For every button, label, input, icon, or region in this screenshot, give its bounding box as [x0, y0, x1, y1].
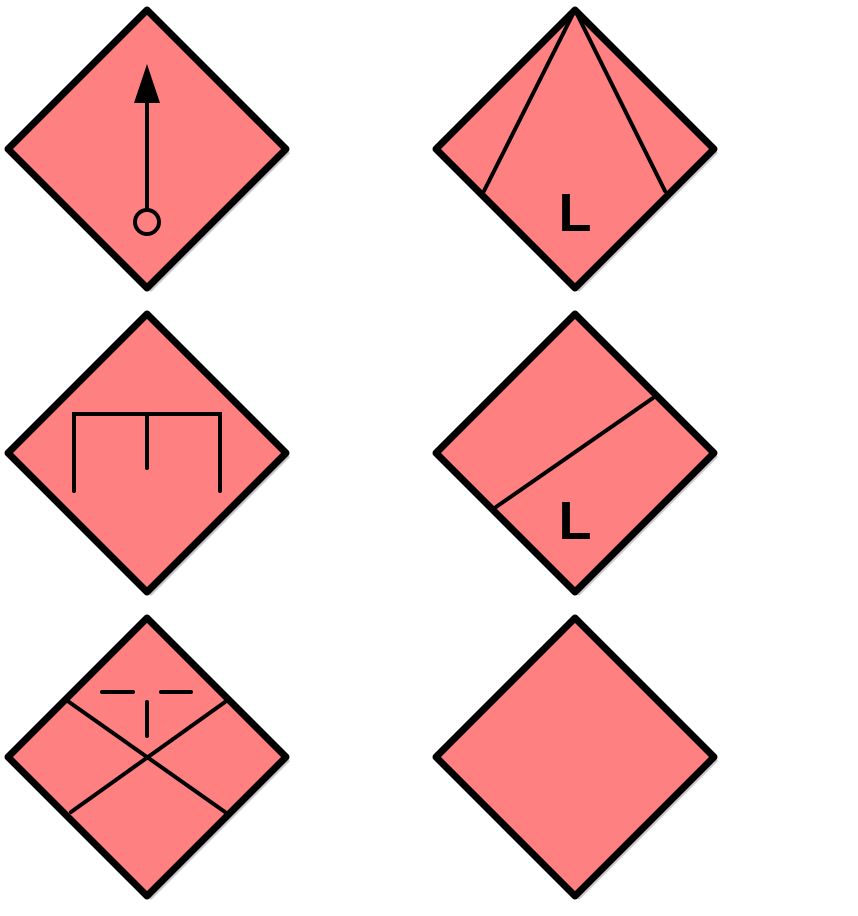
fan-line-left: [482, 8, 577, 193]
fan-line-right: [573, 8, 667, 193]
symbol-plain: [432, 614, 718, 900]
symbol-cross-lines: [4, 614, 290, 900]
cross-line-b: [69, 700, 227, 814]
symbol-diagonal-line: L: [432, 310, 718, 596]
bracket-icon: [72, 412, 222, 493]
circle-icon: [133, 208, 161, 236]
symbol-trident-bracket: [4, 310, 290, 596]
symbol-arrow-circle: [4, 6, 290, 292]
diamond-frame: [432, 6, 718, 292]
modifier-label: L: [559, 491, 592, 551]
modifier-label: L: [559, 183, 592, 243]
symbol-fan-lines: L: [432, 6, 718, 292]
arrow-head-icon: [134, 64, 160, 103]
diagonal-line: [494, 396, 655, 509]
diamond-frame: [432, 614, 718, 900]
